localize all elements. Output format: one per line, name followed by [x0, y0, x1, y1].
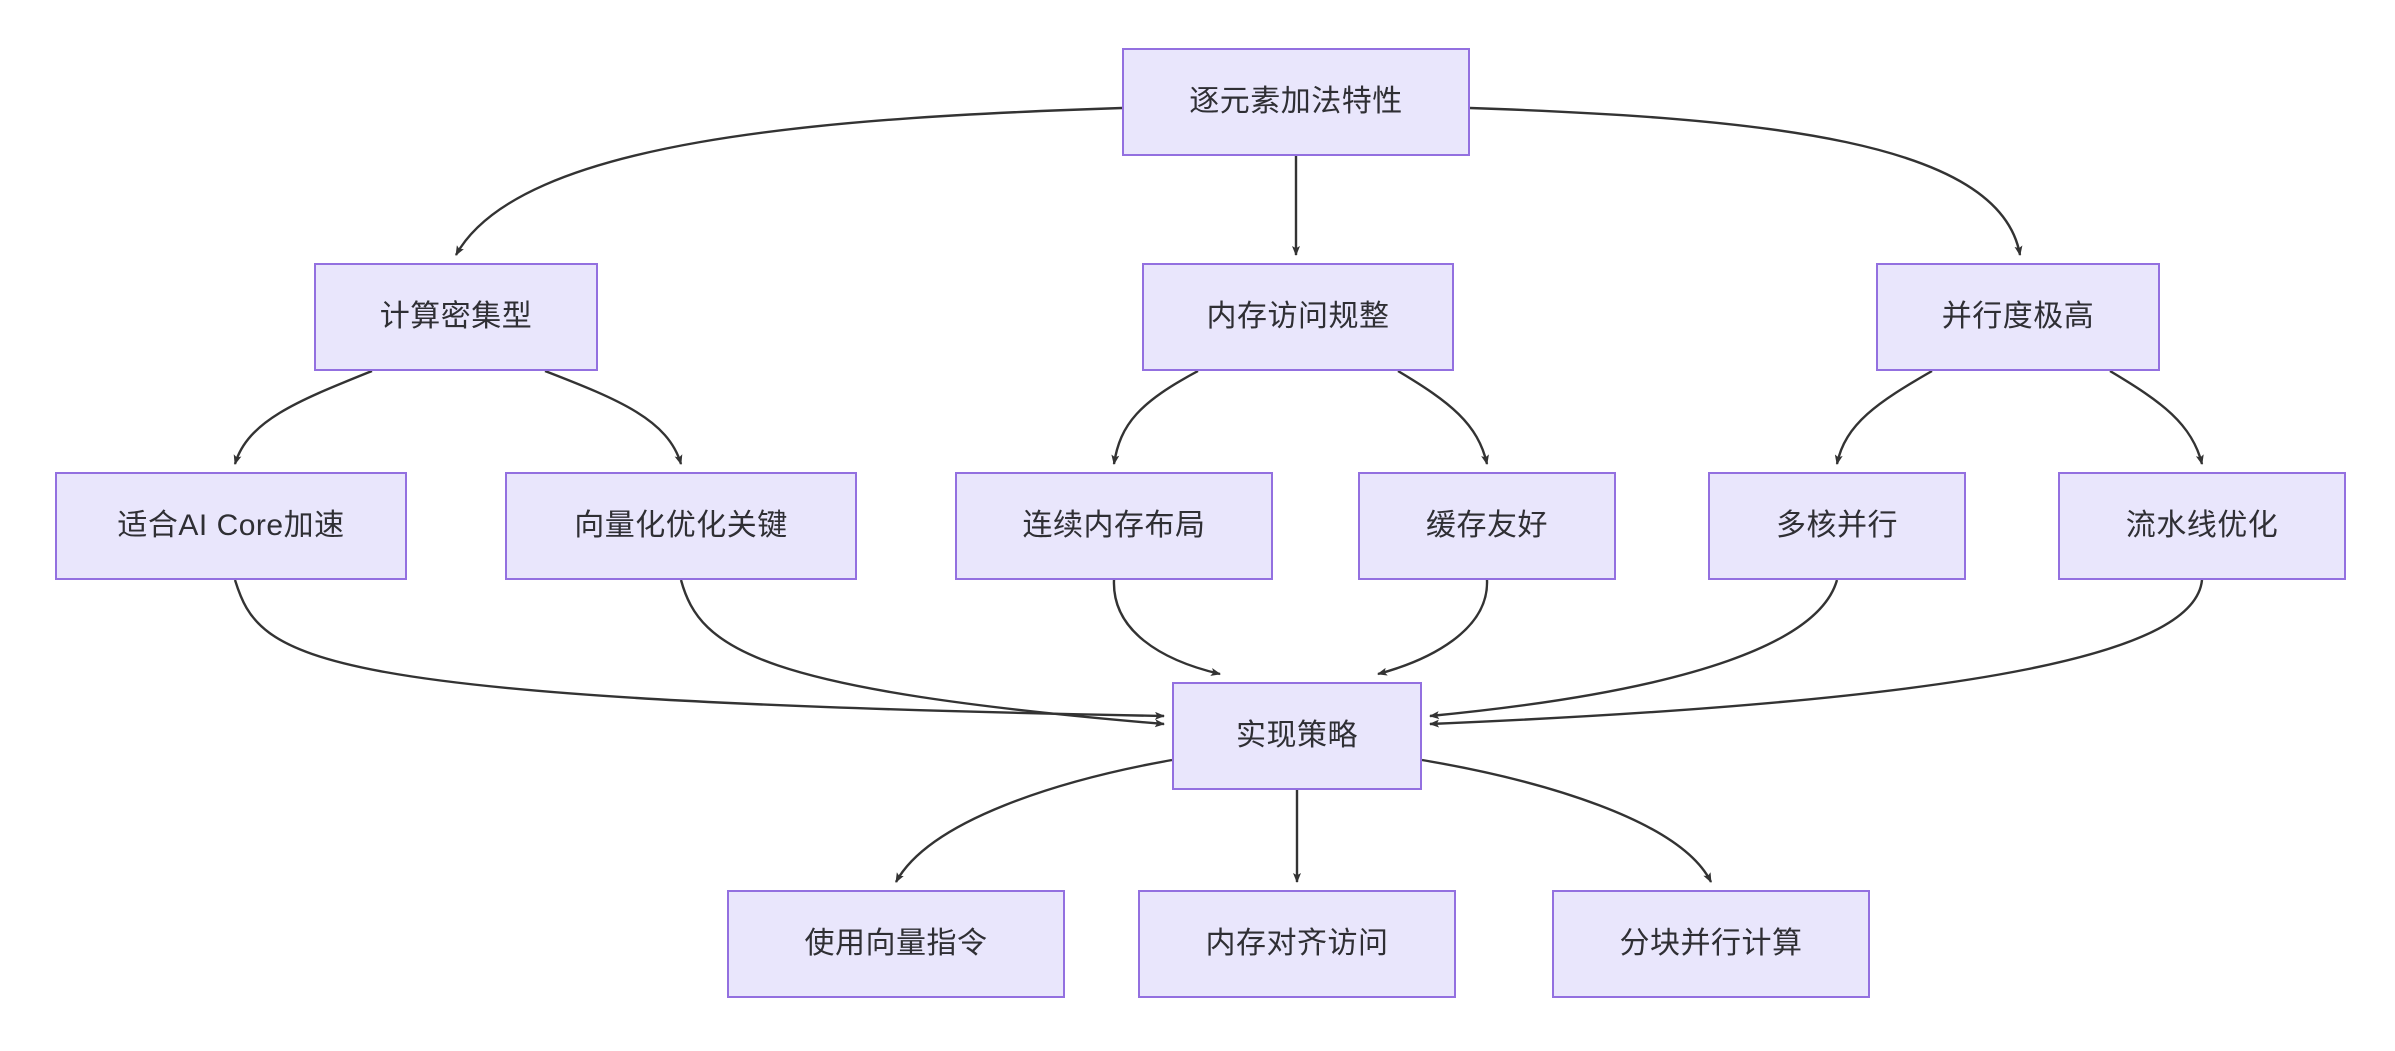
- node-label-root: 逐元素加法特性: [1189, 85, 1403, 118]
- edge-root-to-parallel: [1469, 106, 2023, 256]
- node-label-cache: 缓存友好: [1426, 509, 1548, 542]
- node-parallel[interactable]: 并行度极高: [1876, 263, 2160, 371]
- edge-parallel-to-pipeline: [2109, 369, 2204, 465]
- node-tiling[interactable]: 分块并行计算: [1552, 890, 1870, 998]
- node-label-multicore: 多核并行: [1776, 509, 1898, 542]
- edge-compute-to-vectorize: [544, 369, 683, 465]
- node-pipeline[interactable]: 流水线优化: [2058, 472, 2346, 580]
- node-label-parallel: 并行度极高: [1941, 300, 2095, 333]
- edge-vectorize-to-strategy: [679, 579, 1165, 728]
- node-label-vectorize: 向量化优化关键: [574, 509, 788, 542]
- node-label-strategy: 实现策略: [1236, 719, 1358, 752]
- edge-pipeline-to-strategy: [1429, 579, 2204, 728]
- node-root[interactable]: 逐元素加法特性: [1122, 48, 1470, 156]
- edge-compute-to-aicore: [233, 369, 373, 465]
- node-label-pipeline: 流水线优化: [2125, 509, 2279, 542]
- node-compute[interactable]: 计算密集型: [314, 263, 598, 371]
- edge-aicore-to-strategy: [233, 579, 1165, 720]
- node-vecinstr[interactable]: 使用向量指令: [727, 890, 1065, 998]
- edge-memory-to-cache: [1397, 369, 1489, 465]
- edge-memory-to-contiguous: [1111, 369, 1199, 465]
- node-label-aicore: 适合AI Core加速: [117, 509, 345, 542]
- node-multicore[interactable]: 多核并行: [1708, 472, 1966, 580]
- edge-root-to-compute: [454, 106, 1123, 256]
- node-aligned[interactable]: 内存对齐访问: [1138, 890, 1456, 998]
- edge-strategy-to-tiling: [1421, 758, 1713, 883]
- edge-multicore-to-strategy: [1429, 579, 1839, 720]
- edge-cache-to-strategy: [1377, 579, 1489, 676]
- edge-contiguous-to-strategy: [1112, 579, 1221, 676]
- node-contiguous[interactable]: 连续内存布局: [955, 472, 1273, 580]
- node-cache[interactable]: 缓存友好: [1358, 472, 1616, 580]
- node-label-aligned: 内存对齐访问: [1205, 927, 1389, 960]
- node-label-compute: 计算密集型: [379, 300, 533, 333]
- node-vectorize[interactable]: 向量化优化关键: [505, 472, 857, 580]
- node-label-tiling: 分块并行计算: [1619, 927, 1803, 960]
- node-label-memory: 内存访问规整: [1206, 300, 1390, 333]
- node-label-contiguous: 连续内存布局: [1022, 509, 1206, 542]
- edge-strategy-to-vecinstr: [894, 758, 1173, 883]
- edge-parallel-to-multicore: [1834, 369, 1933, 465]
- node-strategy[interactable]: 实现策略: [1172, 682, 1422, 790]
- node-label-vecinstr: 使用向量指令: [804, 927, 988, 960]
- node-memory[interactable]: 内存访问规整: [1142, 263, 1454, 371]
- node-aicore[interactable]: 适合AI Core加速: [55, 472, 407, 580]
